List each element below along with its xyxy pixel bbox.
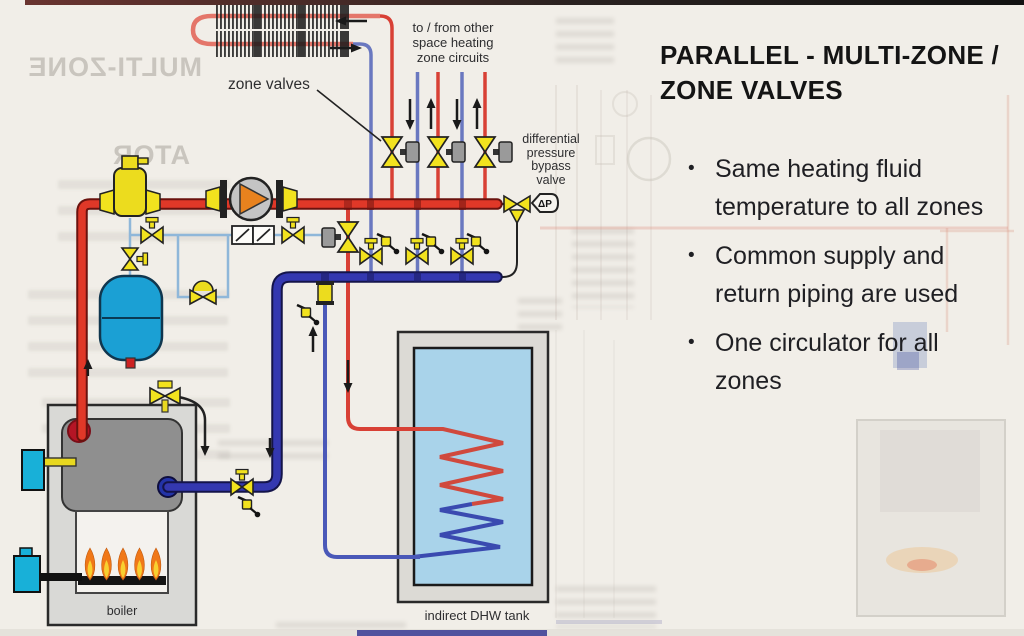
bleed-through-text	[518, 298, 562, 334]
bullet-text-line: One circulator for all	[715, 329, 939, 357]
bypass-return-pipe	[496, 221, 518, 278]
backflow-preventer	[231, 225, 275, 245]
baseboard-fins	[216, 3, 349, 57]
bullet-text: Same heating fluid temperature to all zo…	[715, 150, 983, 226]
differential-pressure-bypass-valve: ΔP	[503, 193, 560, 225]
bullet-text-line: Common supply and	[715, 242, 945, 270]
dhw-zone-valve	[321, 221, 359, 253]
bullet-text: One circulator for all zones	[715, 324, 939, 400]
bullet-item: • Same heating fluid temperature to all …	[688, 150, 1024, 226]
other-circuits-label-line: to / from other	[412, 20, 494, 35]
air-separator	[99, 155, 161, 217]
gas-valve-control	[13, 547, 82, 593]
other-circuits-label: to / from other space heating zone circu…	[394, 20, 512, 65]
zone-valve	[427, 136, 466, 168]
zone-valves-pointer-line	[316, 89, 382, 142]
dpbv-label-line: pressure	[526, 145, 576, 160]
bullet-list: • Same heating fluid temperature to all …	[688, 150, 1024, 411]
makeup-ball-valve	[140, 216, 164, 244]
dpbv-label-line: bypass	[531, 159, 571, 173]
bleed-through-pipe-bar	[357, 630, 547, 636]
expansion-tank	[98, 274, 164, 369]
bullet-dot: •	[688, 158, 695, 179]
other-circuits-label-line: zone circuits	[416, 50, 490, 65]
bleed-through-text	[572, 228, 634, 308]
bullet-dot: •	[688, 245, 695, 266]
zone-valves-label: zone valves	[228, 76, 310, 93]
dpbv-label: differential pressure bypass valve	[505, 132, 597, 187]
pump-flow-arrow	[239, 182, 270, 216]
dhw-supply-pipe	[346, 208, 420, 431]
bleed-through-text	[556, 18, 614, 68]
scan-edge-top	[25, 0, 1024, 5]
boiler	[13, 403, 198, 627]
bleed-through-text	[556, 586, 656, 628]
page-title-line: ZONE VALVES	[660, 75, 843, 105]
dhw-coil-hot	[420, 427, 504, 506]
purge-drain-valve	[295, 303, 321, 327]
dpbv-label-line: differential	[522, 132, 580, 146]
flow-arrows	[83, 16, 482, 458]
bullet-text-line: Same heating fluid	[715, 155, 923, 183]
boiler-drain-valve	[236, 495, 262, 519]
other-circuits-label-line: space heating	[412, 35, 494, 50]
zone-valve	[474, 136, 513, 168]
bleed-through-piping	[540, 85, 1014, 624]
bullet-text-line: zones	[715, 367, 782, 395]
dhw-check-valve	[316, 281, 334, 305]
bullet-item: • Common supply and return piping are us…	[688, 237, 1024, 313]
delta-p-symbol: ΔP	[538, 199, 552, 210]
aquastat-control	[21, 449, 77, 491]
pressure-relief-valve	[149, 380, 210, 456]
page-title-line: PARALLEL - MULTI-ZONE /	[660, 40, 1000, 70]
expansion-tank-valve	[121, 247, 149, 271]
dhw-tank-label: indirect DHW tank	[424, 608, 530, 623]
bullet-text: Common supply and return piping are used	[715, 237, 958, 313]
bullet-dot: •	[688, 332, 695, 353]
pressure-reducing-valve	[189, 280, 217, 306]
baseboard-loop	[190, 3, 380, 57]
burner-bar	[78, 576, 166, 585]
bullet-text-line: temperature to all zones	[715, 193, 984, 221]
bullet-item: • One circulator for all zones	[688, 324, 1024, 400]
burner-flames	[84, 547, 162, 581]
dhw-return-pipe	[323, 274, 420, 559]
indirect-dhw-tank	[396, 330, 550, 604]
dpbv-label-line: valve	[536, 172, 566, 187]
bullet-text-line: return piping are used	[715, 280, 959, 308]
boiler-label: boiler	[106, 604, 138, 618]
supply-main	[76, 198, 503, 442]
zone-valve	[381, 136, 420, 168]
return-main	[162, 271, 503, 493]
circulator-pump	[205, 176, 298, 222]
makeup-ball-valve	[281, 216, 305, 244]
page-title: PARALLEL - MULTI-ZONE / ZONE VALVES	[660, 38, 1022, 108]
